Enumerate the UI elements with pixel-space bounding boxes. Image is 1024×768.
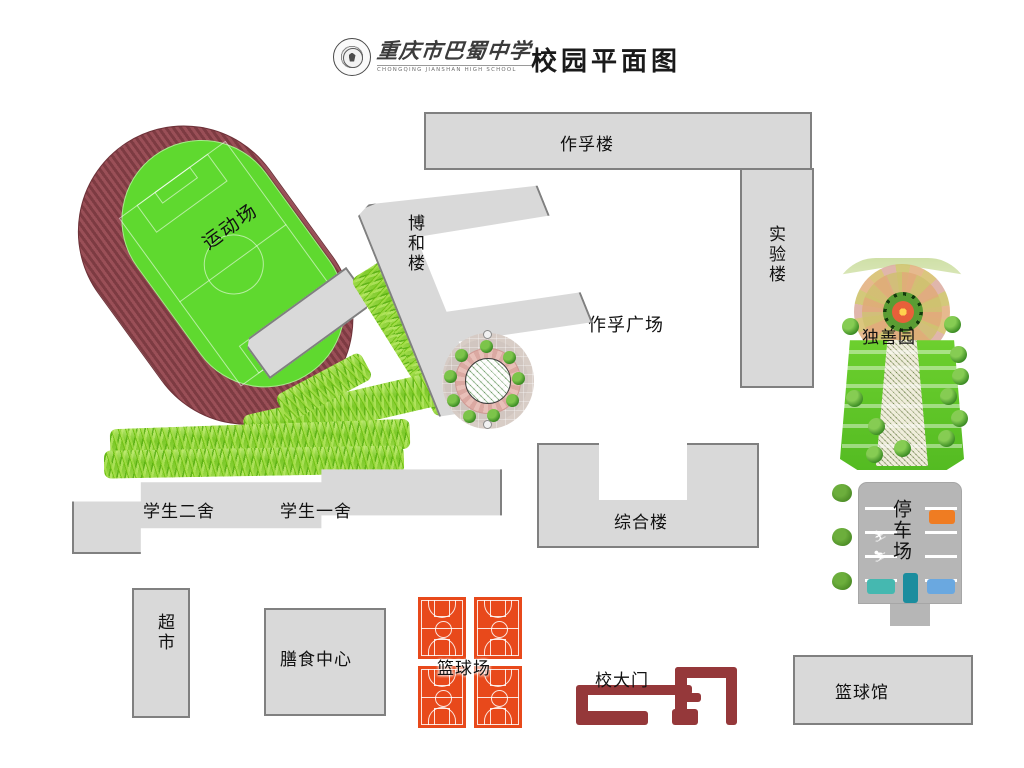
garden-tree bbox=[866, 446, 883, 463]
gate-bar-left-base bbox=[576, 711, 648, 725]
court-arc bbox=[484, 600, 512, 618]
gate-bar-mid-foot bbox=[672, 709, 698, 725]
parking-stripe bbox=[925, 555, 957, 558]
parking-stripe bbox=[865, 555, 897, 558]
parking-stripe bbox=[925, 507, 957, 510]
parked-car-teal bbox=[867, 579, 895, 594]
roundabout-tree bbox=[480, 340, 493, 353]
garden-lawn-stripe bbox=[841, 424, 963, 428]
dormitory-block-group[interactable] bbox=[72, 462, 502, 554]
bicycle-icon: ⛷ bbox=[873, 550, 887, 563]
garden-tree bbox=[894, 440, 911, 457]
basketball-court bbox=[418, 666, 466, 728]
court-arc bbox=[428, 669, 456, 687]
roundabout-tree bbox=[512, 372, 525, 385]
gate-bar-left-top bbox=[582, 685, 692, 695]
school-logo: 重庆市巴蜀中学 CHONGQING JIANSHAN HIGH SCHOOL bbox=[333, 38, 533, 76]
parked-car-orange bbox=[929, 510, 955, 524]
court-arc bbox=[484, 638, 512, 656]
page-header: 重庆市巴蜀中学 CHONGQING JIANSHAN HIGH SCHOOL 校… bbox=[0, 0, 1024, 96]
school-logo-text: 重庆市巴蜀中学 CHONGQING JIANSHAN HIGH SCHOOL bbox=[375, 38, 533, 73]
garden-tree bbox=[846, 390, 863, 407]
parking-stripe bbox=[865, 507, 897, 510]
roundabout-tree bbox=[487, 409, 500, 422]
dushan-garden[interactable] bbox=[832, 258, 972, 470]
roadside-tree bbox=[832, 484, 852, 502]
roundabout-tree bbox=[463, 410, 476, 423]
bicycle-icon: ⛷ bbox=[873, 530, 887, 543]
roundabout-tree bbox=[506, 394, 519, 407]
dormitory-block-shape bbox=[72, 469, 502, 554]
plaza-zuofu-label: 作孚广场 bbox=[588, 315, 664, 336]
roadside-tree bbox=[832, 572, 852, 590]
basketball-court bbox=[474, 666, 522, 728]
court-arc bbox=[428, 600, 456, 618]
garden-flowerbed-center bbox=[892, 301, 914, 323]
building-zuofu-lou[interactable] bbox=[424, 112, 812, 170]
parked-car-blue bbox=[927, 579, 955, 594]
building-basketball-gym[interactable] bbox=[793, 655, 973, 725]
basketball-courts-area[interactable] bbox=[418, 597, 522, 728]
court-arc bbox=[484, 669, 512, 687]
gate-bar-right-vert bbox=[726, 671, 737, 725]
garden-tree bbox=[951, 410, 968, 427]
garden-tree bbox=[940, 388, 957, 405]
garden-lawn-stripe bbox=[843, 366, 961, 370]
basketball-court bbox=[418, 597, 466, 659]
parking-lot[interactable]: ⛷ ⛷ bbox=[858, 482, 962, 604]
school-seal-icon bbox=[333, 38, 371, 76]
court-midline bbox=[421, 697, 463, 698]
basketball-court bbox=[474, 597, 522, 659]
garden-tree bbox=[952, 368, 969, 385]
court-arc bbox=[428, 638, 456, 656]
building-zonghe-lou[interactable] bbox=[537, 443, 759, 548]
parked-car-darkteal bbox=[903, 573, 918, 603]
roundabout-tree bbox=[447, 394, 460, 407]
building-dining-center[interactable] bbox=[264, 608, 386, 716]
garden-lawn-stripe bbox=[842, 384, 962, 388]
gate-bar-top-beam bbox=[675, 667, 737, 678]
building-supermarket[interactable] bbox=[132, 588, 190, 718]
garden-lawn-stripe bbox=[844, 350, 960, 354]
court-midline bbox=[477, 697, 519, 698]
school-name-en: CHONGQING JIANSHAN HIGH SCHOOL bbox=[377, 65, 531, 73]
garden-tree bbox=[868, 418, 885, 435]
school-main-gate[interactable] bbox=[576, 663, 746, 725]
garden-lawn-stripe bbox=[841, 404, 963, 408]
parking-entrance-ramp bbox=[890, 600, 930, 626]
roundabout-tree bbox=[444, 370, 457, 383]
parking-stripe bbox=[925, 531, 957, 534]
garden-tree bbox=[938, 430, 955, 447]
parking-stripe bbox=[865, 531, 897, 534]
garden-tree bbox=[950, 346, 967, 363]
plaza-lamp bbox=[483, 420, 492, 429]
court-arc bbox=[428, 707, 456, 725]
court-midline bbox=[421, 628, 463, 629]
building-shiyan-lou[interactable] bbox=[740, 168, 814, 388]
roadside-tree bbox=[832, 528, 852, 546]
parking-lot-label: 停车场 bbox=[890, 499, 912, 562]
roundabout-tree bbox=[455, 349, 468, 362]
school-name-cn: 重庆市巴蜀中学 bbox=[375, 38, 533, 64]
plaza-lamp bbox=[483, 330, 492, 339]
building-bohe-lou-label: 博和楼 bbox=[404, 214, 424, 274]
page-title: 校园平面图 bbox=[531, 47, 682, 77]
gate-bar-notch bbox=[675, 693, 701, 702]
roundabout-tree bbox=[503, 351, 516, 364]
garden-tree bbox=[944, 316, 961, 333]
court-midline bbox=[477, 628, 519, 629]
court-arc bbox=[484, 707, 512, 725]
garden-tree bbox=[842, 318, 859, 335]
roundabout-lattice-center bbox=[465, 358, 511, 404]
